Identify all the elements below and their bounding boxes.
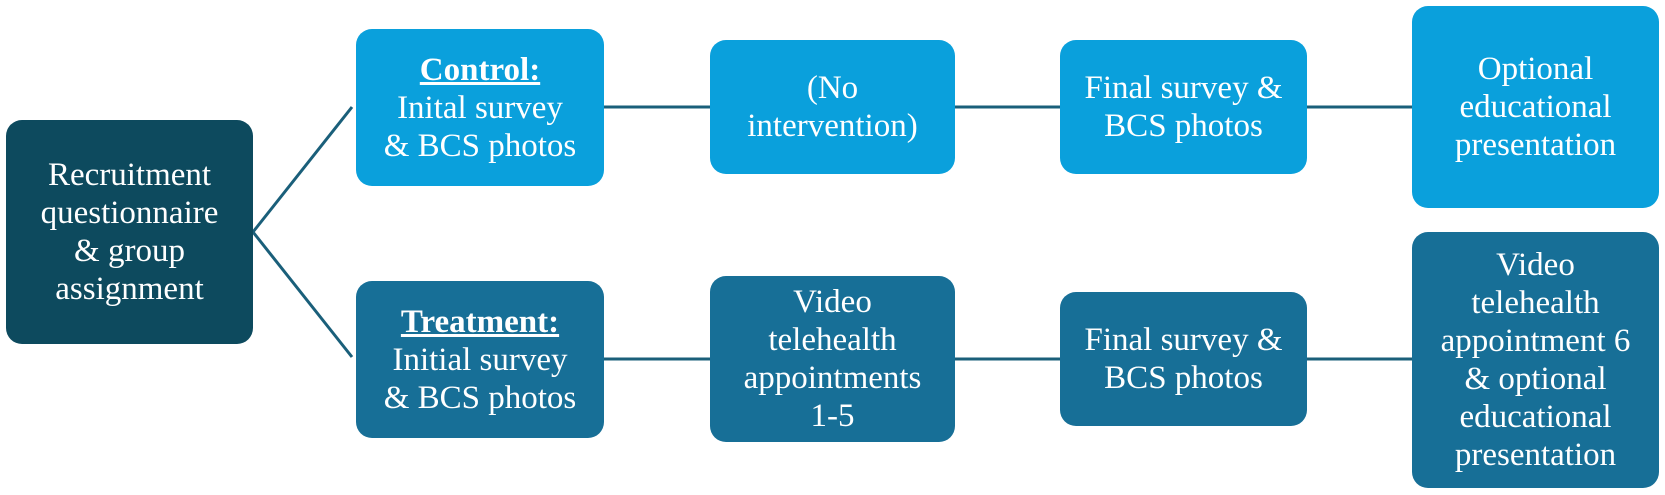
box-text-line: assignment bbox=[55, 271, 204, 307]
treatment-title: Treatment: bbox=[400, 303, 560, 340]
box-text-line: BCS photos bbox=[1104, 360, 1263, 396]
box-text-line: Final survey & bbox=[1084, 322, 1283, 358]
box-text-line: telehealth bbox=[1471, 285, 1600, 321]
control-final-survey-box: Final survey & BCS photos bbox=[1060, 40, 1307, 174]
treatment-initial-survey-box: Treatment: Initial survey & BCS photos bbox=[356, 281, 604, 438]
box-text-line: & BCS photos bbox=[383, 127, 577, 164]
box-text-line: & optional bbox=[1464, 361, 1607, 397]
box-text-line: Final survey & bbox=[1084, 70, 1283, 106]
branch-connector-control bbox=[251, 106, 354, 233]
treatment-final-appointment-box: Video telehealth appointment 6 & optiona… bbox=[1412, 232, 1659, 488]
box-text-line: BCS photos bbox=[1104, 108, 1263, 144]
box-text-line: 1-5 bbox=[810, 398, 855, 434]
recruitment-box: Recruitment questionnaire & group assign… bbox=[6, 120, 253, 344]
control-title: Control: bbox=[419, 51, 541, 88]
branch-connector-treatment bbox=[251, 231, 354, 358]
box-text-line: & BCS photos bbox=[383, 379, 577, 416]
box-text-line: Initial survey bbox=[392, 341, 568, 378]
box-text-line: questionnaire bbox=[40, 195, 219, 231]
box-text-line: telehealth bbox=[768, 322, 897, 358]
treatment-final-survey-box: Final survey & BCS photos bbox=[1060, 292, 1307, 426]
control-no-intervention-box: (No intervention) bbox=[710, 40, 955, 174]
box-text-line: appointments bbox=[743, 360, 922, 396]
box-text-line: educational bbox=[1459, 89, 1612, 125]
treatment-telehealth-appointments-box: Video telehealth appointments 1-5 bbox=[710, 276, 955, 442]
box-text-line: Video bbox=[793, 284, 872, 320]
box-text-line: presentation bbox=[1454, 127, 1617, 163]
box-text-line: appointment 6 bbox=[1440, 323, 1631, 359]
box-text-line: & group bbox=[74, 233, 185, 269]
control-initial-survey-box: Control: Inital survey & BCS photos bbox=[356, 29, 604, 186]
box-text-line: educational bbox=[1459, 399, 1612, 435]
box-text-line: Recruitment bbox=[47, 157, 212, 193]
box-text-line: (No bbox=[806, 70, 859, 106]
box-text-line: presentation bbox=[1454, 437, 1617, 473]
box-text-line: Optional bbox=[1477, 51, 1594, 87]
control-optional-presentation-box: Optional educational presentation bbox=[1412, 6, 1659, 208]
box-text-line: Video bbox=[1496, 247, 1575, 283]
box-text-line: intervention) bbox=[747, 108, 918, 144]
box-text-line: Inital survey bbox=[397, 89, 563, 126]
